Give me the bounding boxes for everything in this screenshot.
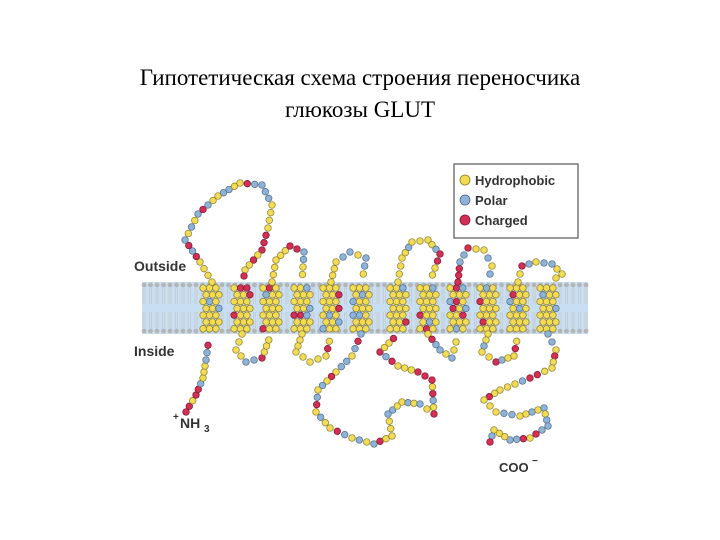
central-intracellular-loop: [312, 330, 438, 448]
helix-3: [259, 284, 283, 333]
extracellular-loop-4: [394, 236, 444, 286]
inside-label: Inside: [134, 343, 175, 359]
amino-acid-chain: [181, 179, 566, 448]
helix-8: [416, 284, 440, 333]
svg-text:COO: COO: [499, 460, 529, 475]
helix-11: [506, 284, 530, 333]
title-line-2: глюкозы GLUT: [284, 97, 436, 122]
helix-6: [349, 284, 373, 333]
legend-swatch-charged: [459, 214, 471, 226]
helix-4: [290, 284, 314, 333]
outside-label: Outside: [134, 258, 186, 274]
helix-7: [386, 284, 410, 333]
helix-1: [199, 284, 223, 333]
intracellular-loop-2: [292, 330, 333, 366]
slide-title: Гипотетическая схема строения переносчик…: [40, 62, 680, 126]
transmembrane-helices: [199, 284, 560, 333]
n-terminus-label: + NH 3: [173, 412, 210, 435]
svg-text:3: 3: [204, 424, 210, 435]
legend-swatch-hydrophobic: [459, 174, 471, 186]
extracellular-loop-1: [181, 179, 276, 286]
legend-box: [453, 163, 579, 239]
legend-label-polar: Polar: [475, 193, 508, 208]
helix-10: [476, 284, 500, 333]
n-terminal-tail: [182, 341, 212, 416]
helix-9: [446, 284, 470, 333]
helix-2: [230, 284, 254, 333]
extracellular-loop-2: [268, 242, 308, 286]
helix-12: [536, 284, 560, 333]
c-terminal-tail: [480, 330, 560, 446]
title-line-1: Гипотетическая схема строения переносчик…: [139, 65, 581, 90]
extracellular-loop-3: [327, 248, 370, 286]
intracellular-loop-4: [424, 330, 460, 362]
intracellular-loop-5: [478, 330, 521, 366]
extracellular-loop-5: [454, 244, 496, 286]
svg-text:NH: NH: [180, 415, 200, 431]
legend: Hydrophobic Polar Charged: [453, 163, 579, 239]
legend-swatch-polar: [459, 194, 471, 206]
c-terminus-label: COO −: [499, 456, 538, 475]
extracellular-loop-6: [514, 258, 566, 286]
svg-text:+: +: [173, 412, 179, 423]
helix-5: [319, 284, 343, 333]
svg-text:−: −: [532, 456, 538, 467]
legend-label-hydrophobic: Hydrophobic: [475, 173, 555, 188]
legend-label-charged: Charged: [475, 213, 528, 228]
intracellular-loop-1: [232, 330, 273, 366]
